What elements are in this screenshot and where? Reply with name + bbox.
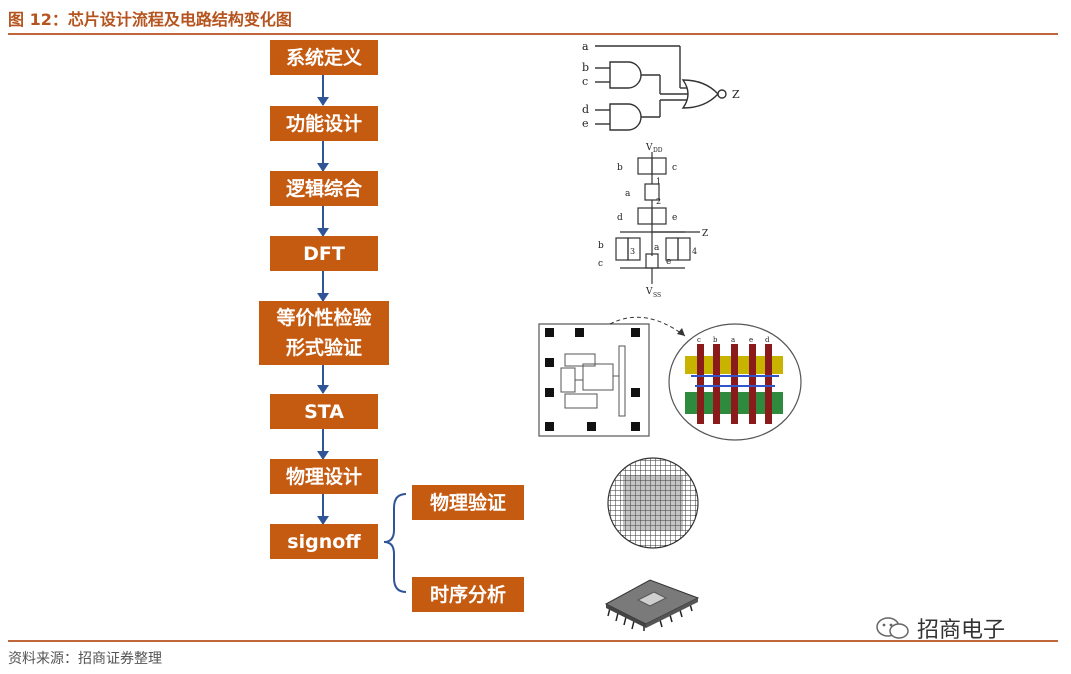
- t-c2: c: [598, 259, 603, 269]
- flow-arrow: [317, 429, 329, 460]
- step-physical-design: 物理设计: [270, 459, 378, 494]
- t-a2: a: [654, 243, 660, 253]
- branch-brace: [383, 493, 407, 593]
- vss-label: V: [645, 287, 653, 297]
- t-c: c: [672, 163, 677, 173]
- t-node1: 1: [656, 177, 661, 186]
- wafer-diagram: [607, 457, 699, 549]
- flow-arrow: [317, 365, 329, 394]
- watermark: 招商电子: [875, 612, 1005, 644]
- layout-floorplan-diagram: c b a e d: [538, 316, 802, 441]
- layout-col-b: b: [713, 336, 718, 344]
- branch-timing-analysis: 时序分析: [412, 577, 524, 612]
- step-equivalence-formal-verification: 等价性检验 形式验证: [259, 301, 389, 365]
- step-signoff: signoff: [270, 524, 378, 559]
- flow-arrow: [317, 75, 329, 106]
- layout-col-a: a: [731, 336, 735, 344]
- vdd-label: V: [645, 143, 653, 153]
- branch-physical-verification: 物理验证: [412, 485, 524, 520]
- gate-input-b: b: [582, 61, 589, 74]
- wechat-icon: [876, 617, 909, 639]
- layout-col-d: d: [765, 336, 770, 344]
- step-sta: STA: [270, 394, 378, 429]
- step-logic-synthesis: 逻辑综合: [270, 171, 378, 206]
- gate-level-diagram: a b c d e Z: [582, 40, 740, 131]
- packaged-chip-icon: [604, 579, 700, 631]
- top-rule: [8, 33, 1058, 35]
- t-b2: b: [598, 241, 604, 251]
- t-node2: 2: [656, 197, 661, 206]
- step-functional-design: 功能设计: [270, 106, 378, 141]
- gate-input-e: e: [582, 117, 589, 130]
- flow-arrow: [317, 141, 329, 172]
- vss-sub: SS: [653, 292, 661, 299]
- step-system-definition: 系统定义: [270, 40, 378, 75]
- t-a: a: [625, 189, 631, 199]
- layout-col-e: e: [749, 336, 753, 344]
- t-b: b: [617, 163, 623, 173]
- step-dft: DFT: [270, 236, 378, 271]
- gate-input-a: a: [582, 40, 589, 53]
- flow-arrow: [317, 271, 329, 302]
- vdd-sub: DD: [653, 147, 663, 154]
- gate-input-c: c: [582, 75, 588, 88]
- source-note: 资料来源：招商证券整理: [8, 651, 162, 667]
- t-z: Z: [702, 229, 708, 239]
- flow-arrow: [317, 494, 329, 525]
- t-node4: 4: [692, 247, 697, 256]
- transistor-level-diagram: V DD b c a 1 2 d e Z b c 3 a 4 e V SS: [598, 143, 708, 299]
- gate-input-d: d: [582, 103, 589, 116]
- bottom-rule: [8, 640, 1058, 642]
- figure-title: 图 12：芯片设计流程及电路结构变化图: [8, 10, 292, 29]
- gate-output-z: Z: [732, 88, 740, 101]
- flow-arrow: [317, 206, 329, 237]
- t-node3: 3: [630, 247, 635, 256]
- layout-col-c: c: [697, 336, 701, 344]
- watermark-text: 招商电子: [917, 618, 1006, 643]
- t-e2: e: [666, 257, 671, 267]
- t-d: d: [617, 213, 623, 223]
- t-e: e: [672, 213, 677, 223]
